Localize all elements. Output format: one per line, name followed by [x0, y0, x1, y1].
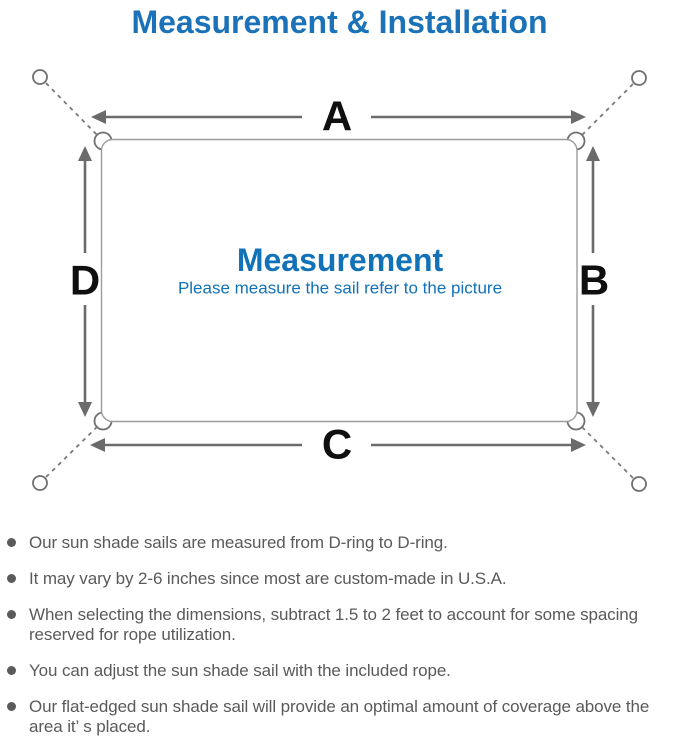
diagram-subtitle: Please measure the sail refer to the pic…	[178, 279, 502, 298]
arrowhead-right-icon	[571, 438, 586, 452]
bullet-icon	[7, 574, 16, 583]
arrowhead-left-icon	[90, 438, 105, 452]
bullet-icon	[7, 702, 16, 711]
anchor-point-top-left	[32, 69, 48, 85]
note-text: Our sun shade sails are measured from D-…	[29, 533, 448, 552]
notes-list: Our sun shade sails are measured from D-…	[0, 510, 679, 737]
list-item: It may vary by 2-6 inches since most are…	[7, 569, 675, 589]
list-item: Our sun shade sails are measured from D-…	[7, 533, 675, 553]
anchor-point-bottom-right	[631, 476, 647, 492]
diagram-title: Measurement	[237, 242, 444, 278]
list-item: Our flat-edged sun shade sail will provi…	[7, 697, 675, 737]
note-text: Our flat-edged sun shade sail will provi…	[29, 697, 650, 736]
page-title: Measurement & Installation	[131, 4, 548, 40]
list-item: You can adjust the sun shade sail with t…	[7, 661, 675, 681]
note-text: When selecting the dimensions, subtract …	[29, 605, 638, 644]
anchor-point-top-right	[631, 70, 647, 86]
note-text: You can adjust the sun shade sail with t…	[29, 661, 451, 680]
sail-outline	[100, 138, 578, 423]
arrowhead-left-icon	[91, 110, 106, 124]
dimension-label-c: C	[322, 421, 352, 468]
bullet-icon	[7, 538, 16, 547]
dimension-label-b: B	[579, 257, 609, 304]
arrowhead-up-icon	[586, 146, 600, 161]
arrowhead-up-icon	[78, 146, 92, 161]
bullet-icon	[7, 610, 16, 619]
dimension-label-a: A	[322, 93, 352, 140]
rope-line-bottom-left	[39, 420, 104, 484]
dimension-label-d: D	[70, 257, 100, 304]
arrowhead-down-icon	[586, 402, 600, 417]
arrowhead-down-icon	[78, 402, 92, 417]
bullet-icon	[7, 666, 16, 675]
note-text: It may vary by 2-6 inches since most are…	[29, 569, 507, 588]
arrowhead-right-icon	[571, 110, 586, 124]
rope-line-top-right	[575, 77, 640, 142]
rope-line-top-left	[39, 76, 104, 142]
list-item: When selecting the dimensions, subtract …	[7, 605, 675, 645]
anchor-point-bottom-left	[32, 475, 48, 491]
measurement-diagram: A B C D Measurement Please measure the s…	[32, 69, 647, 492]
rope-line-bottom-right	[575, 420, 640, 485]
